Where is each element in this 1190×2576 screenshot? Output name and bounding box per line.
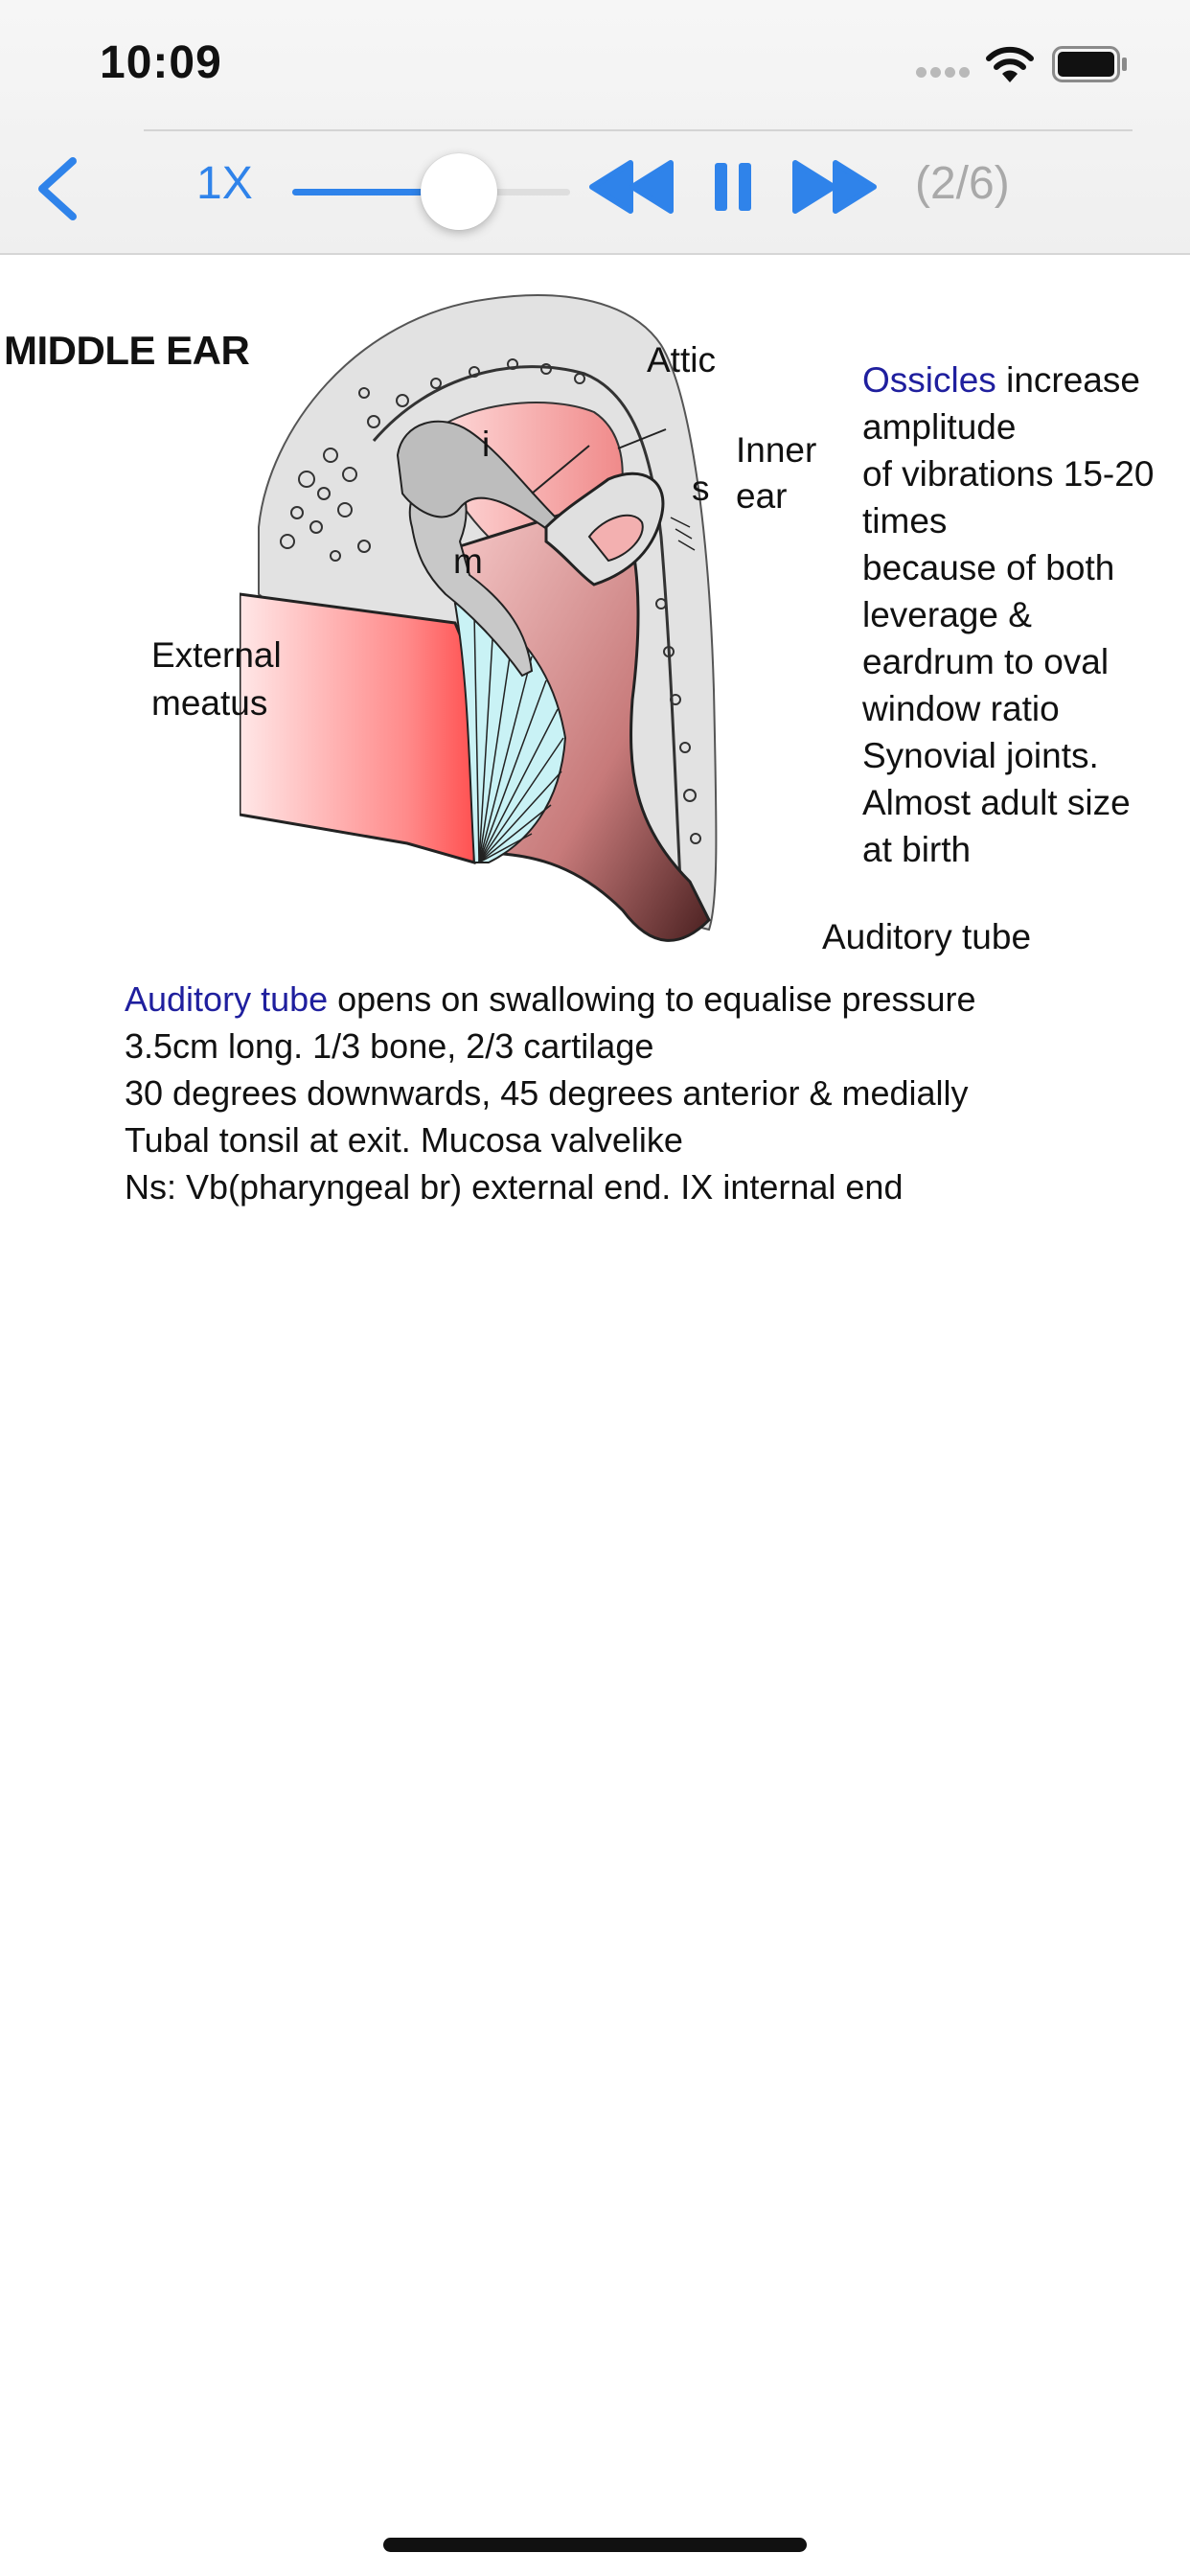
- ossicles-note-line: of vibrations 15-20: [862, 454, 1155, 494]
- tube-note-line: Ns: Vb(pharyngeal br) external end. IX i…: [125, 1167, 904, 1207]
- air-cells: [280, 358, 701, 844]
- ossicles-term: Ossicles: [862, 360, 996, 400]
- page-counter: (2/6): [915, 158, 1010, 209]
- back-button[interactable]: [29, 153, 86, 224]
- fast-forward-icon: [792, 160, 877, 214]
- ossicles-note-line: amplitude: [862, 407, 1017, 447]
- player-header: 10:09 1X: [0, 0, 1190, 255]
- ossicles-note-line: Synovial joints.: [862, 736, 1099, 775]
- label-malleus: m: [453, 541, 483, 581]
- label-auditory-tube: Auditory tube: [822, 917, 1032, 956]
- battery-icon: [1052, 46, 1127, 82]
- tube-note-line: Auditory tube opens on swallowing to equ…: [125, 979, 976, 1019]
- ossicles-note-line: because of both: [862, 548, 1115, 587]
- tube-note-line: 30 degrees downwards, 45 degrees anterio…: [125, 1073, 969, 1113]
- tube-note-line: Tubal tonsil at exit. Mucosa valvelike: [125, 1120, 683, 1160]
- slider-thumb[interactable]: [421, 153, 497, 230]
- wifi-icon: [986, 46, 1034, 82]
- rewind-button[interactable]: [588, 159, 675, 215]
- eardrum-fibres: [473, 612, 564, 863]
- label-attic: Attic: [647, 340, 716, 380]
- slide-title: MIDDLE EAR: [4, 328, 250, 373]
- label-stapes: s: [692, 469, 710, 508]
- chevron-left-icon: [38, 157, 77, 220]
- ossicles-note-line: window ratio: [862, 689, 1060, 728]
- slider-fill: [292, 189, 459, 196]
- auditory-tube-notes: Auditory tube opens on swallowing to equ…: [125, 976, 1179, 1210]
- middle-ear-diagram: [240, 294, 718, 942]
- label-inner-ear-line1: Inner: [736, 430, 817, 470]
- label-incus: i: [482, 425, 491, 464]
- rewind-icon: [589, 160, 674, 214]
- progress-slider[interactable]: [292, 153, 570, 230]
- auditory-tube-term: Auditory tube: [125, 979, 329, 1019]
- pause-button[interactable]: [711, 159, 755, 215]
- ossicles-note-line: leverage &: [862, 595, 1032, 634]
- ossicles-note: Ossicles increase amplitude of vibration…: [862, 356, 1188, 873]
- label-external-meatus-line1: External: [151, 635, 282, 675]
- home-indicator[interactable]: [383, 2538, 807, 2552]
- ossicles-note-line: at birth: [862, 830, 972, 869]
- ossicles-note-line: Ossicles increase: [862, 360, 1140, 400]
- pause-icon: [715, 163, 751, 211]
- ossicles-note-line: times: [862, 501, 948, 540]
- ossicles-note-line: eardrum to oval: [862, 642, 1110, 681]
- status-time: 10:09: [100, 37, 222, 88]
- label-external-meatus-line2: meatus: [151, 683, 268, 723]
- label-inner-ear-line2: ear: [736, 476, 788, 516]
- ossicles-note-line: Almost adult size: [862, 783, 1131, 822]
- fast-forward-button[interactable]: [791, 159, 878, 215]
- tube-note-line: 3.5cm long. 1/3 bone, 2/3 cartilage: [125, 1026, 654, 1066]
- playback-speed-button[interactable]: 1X: [196, 158, 253, 209]
- header-divider: [144, 129, 1133, 131]
- cellular-signal-icon: [916, 67, 972, 80]
